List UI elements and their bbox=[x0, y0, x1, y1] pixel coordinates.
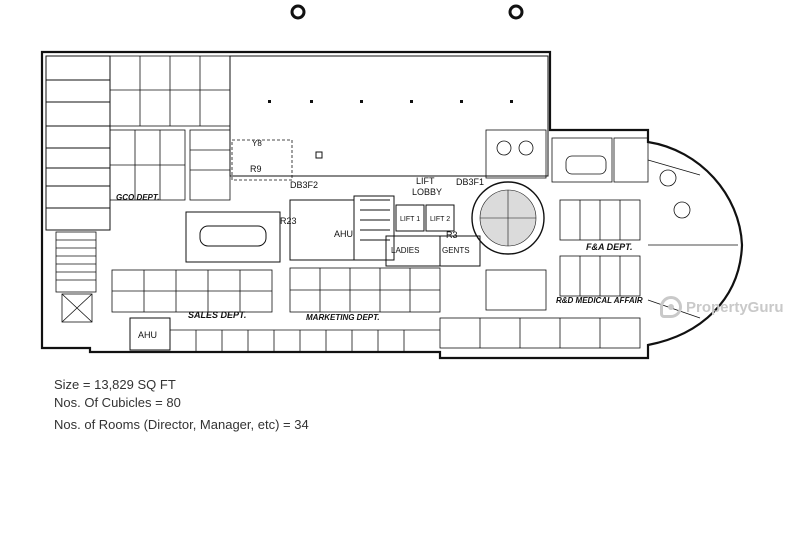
meeting-room bbox=[185, 211, 281, 263]
round-table bbox=[673, 201, 691, 219]
marketing-cubicles bbox=[289, 267, 441, 313]
label-rd-medical: R&D MEDICAL AFFAIR bbox=[556, 296, 643, 305]
label-db3f1: DB3F1 bbox=[456, 177, 484, 187]
label-y8: Y8 bbox=[252, 139, 262, 148]
left-offices bbox=[45, 55, 111, 231]
hole-punch-right bbox=[508, 4, 524, 20]
hole-punch-left bbox=[290, 4, 306, 20]
label-ahu-main: AHU bbox=[334, 229, 353, 239]
watermark: PropertyGuru bbox=[660, 296, 784, 318]
label-r9: R9 bbox=[250, 164, 262, 174]
propertyguru-logo-icon bbox=[660, 296, 682, 318]
label-lift-lobby-2: LOBBY bbox=[412, 187, 442, 197]
stat-cubicles: Nos. Of Cubicles = 80 bbox=[54, 395, 181, 410]
fa-meeting-table bbox=[565, 155, 607, 175]
round-table bbox=[659, 169, 677, 187]
reception-drum bbox=[471, 181, 545, 255]
label-r23: R23 bbox=[280, 216, 297, 226]
label-sales-dept: SALES DEPT. bbox=[188, 310, 246, 320]
label-ahu-left: AHU bbox=[138, 330, 157, 340]
stair-block bbox=[55, 231, 97, 323]
watermark-text: PropertyGuru bbox=[686, 298, 784, 316]
label-lift2: LIFT 2 bbox=[430, 216, 450, 223]
ahu-left-room bbox=[129, 317, 171, 351]
label-ladies: LADIES bbox=[391, 246, 419, 255]
label-lift1: LIFT 1 bbox=[400, 216, 420, 223]
label-fa-dept: F&A DEPT. bbox=[586, 242, 633, 252]
core bbox=[289, 195, 481, 267]
top-cubicles bbox=[109, 55, 231, 201]
stat-size: Size = 13,829 SQ FT bbox=[54, 377, 176, 392]
outer-wall bbox=[40, 50, 744, 360]
stat-rooms: Nos. of Rooms (Director, Manager, etc) =… bbox=[54, 417, 309, 432]
label-gents: GENTS bbox=[442, 246, 470, 255]
structural-columns bbox=[268, 100, 513, 159]
label-marketing-dept: MARKETING DEPT. bbox=[306, 313, 380, 322]
service-zone bbox=[231, 139, 293, 181]
sales-cubicles bbox=[111, 269, 273, 313]
label-db3f2: DB3F2 bbox=[290, 180, 318, 190]
open-area bbox=[229, 55, 549, 177]
floor-statistics: Size = 13,829 SQ FT Nos. Of Cubicles = 8… bbox=[54, 376, 309, 434]
round-table bbox=[518, 140, 534, 156]
label-gco-dept: GCO DEPT. bbox=[116, 193, 159, 202]
bottom-rooms bbox=[170, 317, 641, 352]
label-r3: R3 bbox=[446, 230, 458, 240]
label-lift-lobby-1: LIFT bbox=[416, 176, 435, 186]
round-table bbox=[496, 140, 512, 156]
